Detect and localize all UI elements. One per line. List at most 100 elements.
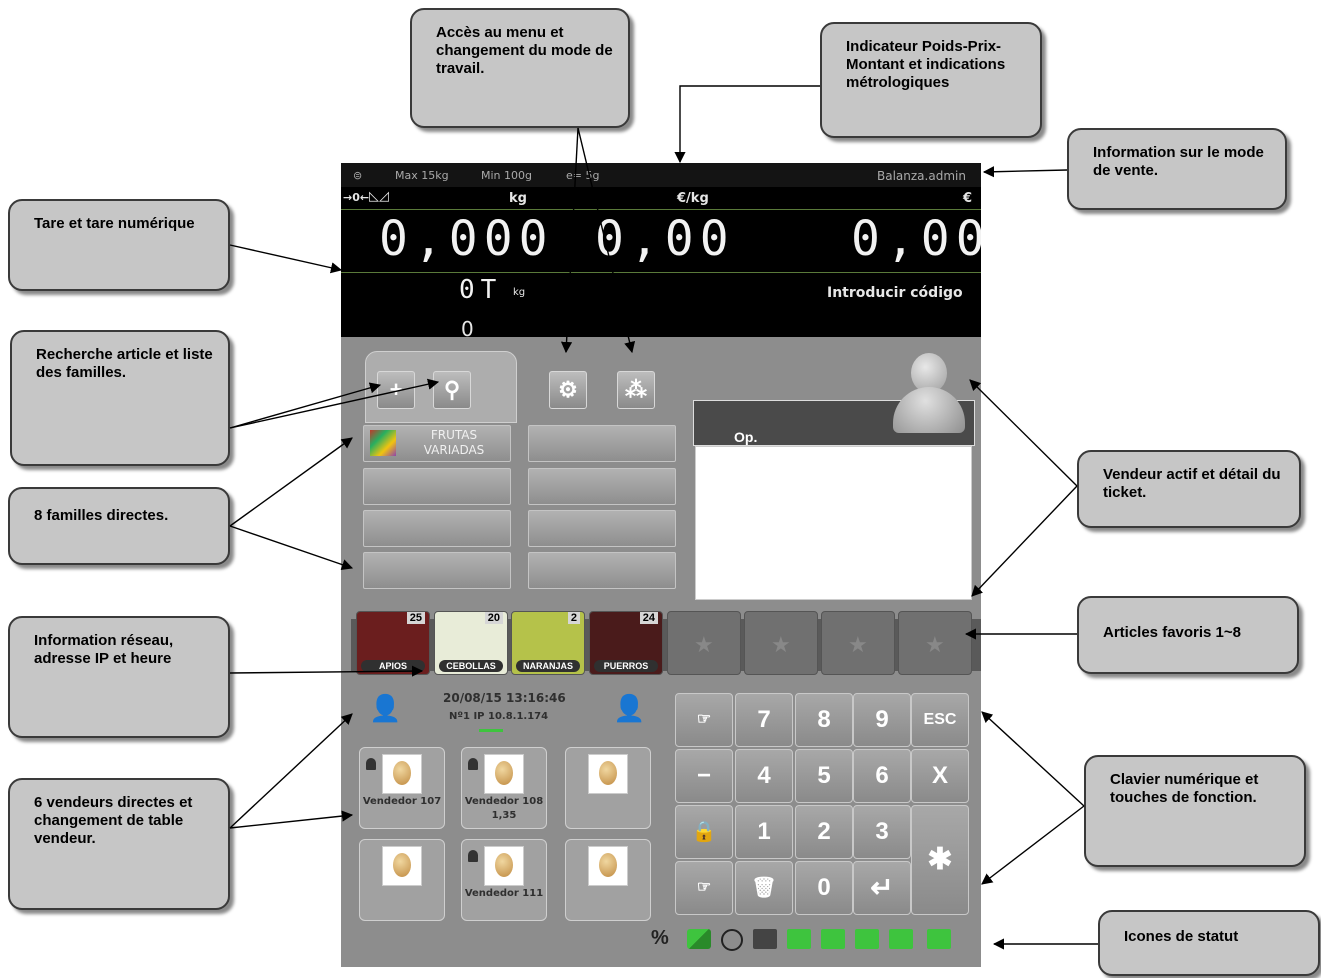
key-0[interactable]: 0 xyxy=(795,861,853,915)
network-status-icon xyxy=(687,929,711,949)
arrow-keypad-bottom xyxy=(981,805,1085,885)
code-prompt: Introducir código xyxy=(827,285,963,301)
price-value: 0,00 xyxy=(595,211,735,267)
vendor-next-table-icon[interactable]: 👤 xyxy=(613,693,646,723)
vendor-avatar xyxy=(484,846,524,886)
favorite-empty-slot[interactable]: ★ xyxy=(898,611,972,675)
display-divider xyxy=(341,209,981,210)
key-1[interactable]: 1 xyxy=(735,805,793,859)
price-change-key[interactable]: ☞ xyxy=(675,693,733,747)
ticket-op-label: Op. xyxy=(734,429,758,445)
mode-change-icon[interactable]: ⁂ xyxy=(617,371,655,409)
stable-icon: ◺◿ xyxy=(369,189,389,204)
network-status-bar xyxy=(479,729,503,732)
callout-favorite-articles: Articles favoris 1~8 xyxy=(1077,596,1299,674)
top-status-bar: ⊜ Max 15kg Min 100g e= 5g Balanza.admin xyxy=(341,163,981,187)
vendor-button[interactable] xyxy=(359,839,445,921)
family-label: FRUTAS VARIADAS xyxy=(423,428,485,457)
favorite-empty-slot[interactable]: ★ xyxy=(821,611,895,675)
key-3[interactable]: 3 xyxy=(853,805,911,859)
vendor-active-icon xyxy=(468,758,478,770)
esc-key[interactable]: ESC xyxy=(911,693,969,747)
code-entry-value[interactable]: 0 xyxy=(461,317,474,341)
add-icon[interactable]: + xyxy=(377,371,415,409)
favorite-label: CEBOLLAS xyxy=(439,660,503,672)
card-icon xyxy=(753,929,777,949)
vendor-button[interactable]: Vendedor 107 xyxy=(359,747,445,829)
key-6[interactable]: 6 xyxy=(853,749,911,803)
weight-price-display: →0← ◺◿ kg €/kg € 0,000 0,00 0,00 0T kg I… xyxy=(341,187,981,341)
vendor-active-icon xyxy=(468,850,478,862)
x-key[interactable]: X xyxy=(911,749,969,803)
favorite-count: 20 xyxy=(484,612,503,624)
favorite-count: 24 xyxy=(639,612,658,624)
family-button[interactable] xyxy=(363,510,511,547)
vendor-avatar xyxy=(588,754,628,794)
scale-screen: ⊜ Max 15kg Min 100g e= 5g Balanza.admin … xyxy=(341,163,981,967)
family-button[interactable] xyxy=(363,552,511,589)
vendor-avatar xyxy=(382,846,422,886)
family-button[interactable] xyxy=(528,510,676,547)
tare-unit: kg xyxy=(513,287,526,298)
callout-weight-price-indicator: Indicateur Poids-Prix-Montant et indicat… xyxy=(820,22,1042,138)
key-7[interactable]: 7 xyxy=(735,693,793,747)
family-button[interactable] xyxy=(528,552,676,589)
key-4[interactable]: 4 xyxy=(735,749,793,803)
callout-direct-vendors: 6 vendeurs directes et changement de tab… xyxy=(8,778,230,910)
lock-key[interactable]: 🔒 xyxy=(675,805,733,859)
vendor-prev-table-icon[interactable]: 👤 xyxy=(369,693,402,723)
key-2[interactable]: 2 xyxy=(795,805,853,859)
connection-icon xyxy=(927,929,951,949)
vendor-amount: 1,35 xyxy=(491,810,517,821)
favorite-article[interactable]: 20 CEBOLLAS xyxy=(434,611,508,675)
arrow-ticket xyxy=(971,485,1078,597)
price-unit: €/kg xyxy=(677,191,709,206)
favorite-empty-slot[interactable]: ★ xyxy=(667,611,741,675)
callout-network-info: Information réseau, adresse IP et heure xyxy=(8,616,230,738)
favorite-empty-slot[interactable]: ★ xyxy=(744,611,818,675)
monitor-icon xyxy=(855,929,879,949)
price-change-key-2[interactable]: ☞ xyxy=(675,861,733,915)
ticket-detail-area[interactable] xyxy=(695,446,972,600)
enter-key[interactable]: ↵ xyxy=(853,861,911,915)
family-button[interactable]: FRUTAS VARIADAS xyxy=(363,425,511,462)
favorite-article[interactable]: 25 APIOS xyxy=(356,611,430,675)
arrow-vendors-bottom xyxy=(229,810,354,829)
callout-menu-access: Accès au menu et changement du mode de t… xyxy=(410,8,630,128)
vendor-name: Vendedor 107 xyxy=(362,796,442,807)
search-icon[interactable]: ⚲ xyxy=(433,371,471,409)
vendor-button[interactable]: Vendedor 108 1,35 xyxy=(461,747,547,829)
key-5[interactable]: 5 xyxy=(795,749,853,803)
star-icon: ★ xyxy=(694,632,714,657)
callout-active-vendor: Vendeur actif et détail du ticket. xyxy=(1077,450,1301,528)
favorite-article[interactable]: 2 NARANJAS xyxy=(511,611,585,675)
vendor-avatar xyxy=(484,754,524,794)
gear-icon[interactable]: ⚙ xyxy=(549,371,587,409)
menu-toggle-icon[interactable]: ⊜ xyxy=(353,169,363,182)
active-vendor-avatar[interactable] xyxy=(889,353,969,437)
key-9[interactable]: 9 xyxy=(853,693,911,747)
vendor-button[interactable] xyxy=(565,839,651,921)
scale-interval: e= 5g xyxy=(566,169,600,182)
favorite-article[interactable]: 24 PUERROS xyxy=(589,611,663,675)
asterisk-key[interactable]: ✱ xyxy=(911,805,969,915)
key-8[interactable]: 8 xyxy=(795,693,853,747)
callout-direct-families: 8 familles directes. xyxy=(8,487,230,565)
family-button[interactable] xyxy=(528,425,676,462)
vendor-name: Vendedor 108 xyxy=(464,796,544,807)
arrow-keypad-top xyxy=(981,711,1085,807)
amount-value: 0,00 xyxy=(851,211,981,267)
printer-icon xyxy=(821,929,845,949)
minus-key[interactable]: − xyxy=(675,749,733,803)
favorite-label: APIOS xyxy=(361,660,425,672)
family-button[interactable] xyxy=(363,468,511,505)
trash-icon[interactable]: 🗑 xyxy=(735,861,793,915)
percent-icon: % xyxy=(651,927,669,949)
callout-tare: Tare et tare numérique xyxy=(8,199,230,291)
vendor-avatar xyxy=(382,754,422,794)
favorite-label: NARANJAS xyxy=(516,660,580,672)
vendor-button[interactable] xyxy=(565,747,651,829)
vendor-button[interactable]: Vendedor 111 xyxy=(461,839,547,921)
favorite-count: 2 xyxy=(567,612,580,624)
family-button[interactable] xyxy=(528,468,676,505)
